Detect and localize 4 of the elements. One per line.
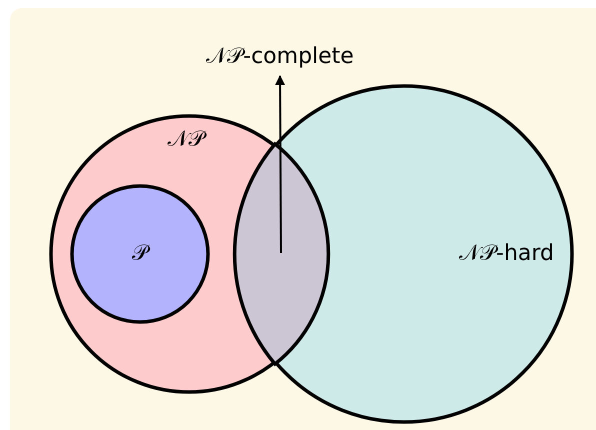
set-label: 𝒩𝒫: [168, 126, 204, 154]
class-label: 𝒩𝒫-complete: [206, 44, 354, 70]
set-label: 𝒩𝒫-hard: [459, 240, 554, 268]
set-label: 𝒫: [132, 240, 148, 268]
